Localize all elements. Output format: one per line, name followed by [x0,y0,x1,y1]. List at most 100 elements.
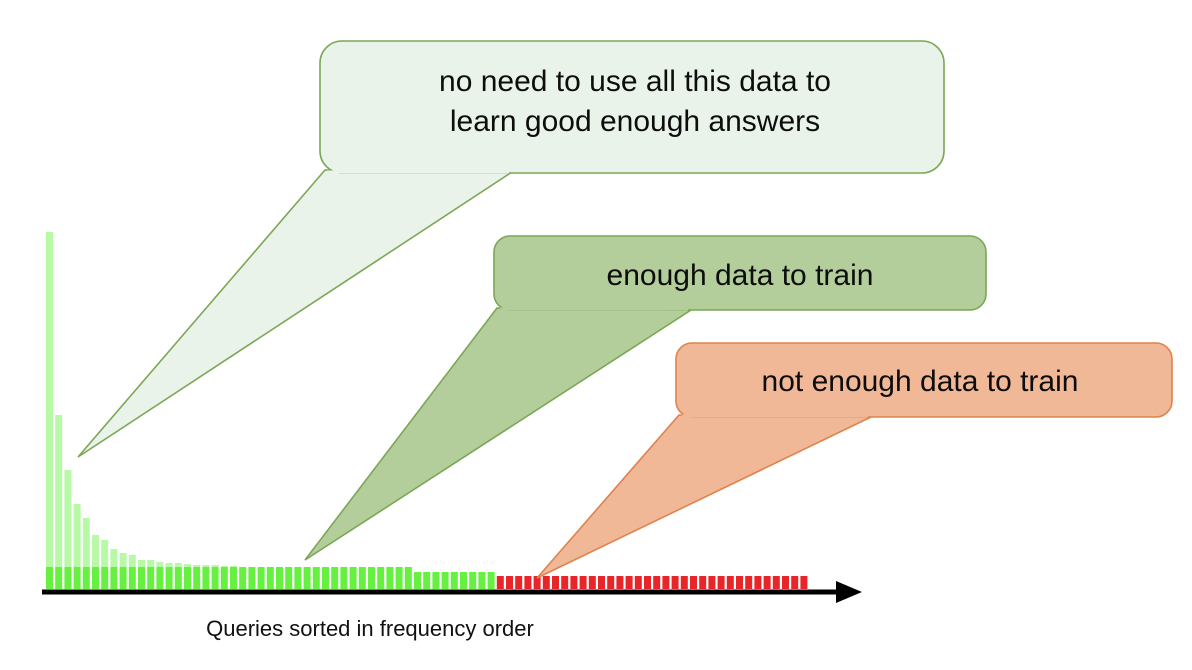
bar-green [414,572,421,589]
bar-green [460,572,467,589]
bar-tail-segment [46,232,53,567]
bar-red [506,576,513,589]
bar-tail-segment [193,565,201,567]
bar-green [285,567,293,589]
bar-red [726,576,734,589]
bar-red [754,576,762,589]
bar-green [441,572,449,589]
bar-red [708,576,716,589]
bar-tail-segment [92,535,99,567]
bar-tail-segment [211,565,219,567]
bar-green [478,572,486,589]
callout-box-not-enough-data[interactable] [675,342,1173,418]
bar-red [598,576,605,589]
bar-red [671,576,679,589]
bar-green [450,572,458,589]
bar-red [763,576,771,589]
bar-tail-segment [138,560,145,567]
x-axis-arrow-icon [836,581,862,603]
bar-green [220,567,228,589]
bar-green [303,567,311,589]
callout-no-need-all-data[interactable] [77,40,945,458]
bar-tail-segment [165,563,173,567]
bar-green [395,567,403,589]
bar-green [349,567,357,589]
bar-green [358,567,366,589]
bar-green [138,567,145,589]
bar-tail-segment [128,555,136,567]
bar-green [322,567,329,589]
callout-tail-not-enough-data [536,414,872,579]
callout-not-enough-data[interactable] [536,342,1173,579]
bar-green [423,572,431,589]
bar-green [377,567,385,589]
bar-green [64,567,72,589]
bar-green [469,572,477,589]
bar-green [202,567,210,589]
bar-green [294,567,302,589]
bar-red [625,576,633,589]
bar-green [101,567,109,589]
bar-red [524,576,532,589]
bar-red [699,576,707,589]
bar-green [340,567,348,589]
bar-tail-segment [174,563,182,567]
bar-green [331,567,339,589]
bar-red [717,576,725,589]
bar-green [239,567,247,589]
bar-green [312,567,320,589]
bar-red [662,576,670,589]
callout-enough-data[interactable] [304,235,987,561]
bar-green [257,567,265,589]
bar-green [487,572,495,589]
bar-tail-segment [202,565,210,567]
bar-tail-segment [73,504,81,567]
bar-green [110,567,118,589]
bar-red [496,576,504,589]
bar-red [579,576,587,589]
bar-green [128,567,136,589]
bar-red [552,576,559,589]
bar-red [736,576,743,589]
bar-tail-segment [82,518,90,567]
bar-green [55,567,63,589]
bar-red [607,576,615,589]
bar-series [46,232,808,589]
bar-red [745,576,753,589]
bar-tail-segment [55,415,63,567]
bar-tail-segment [220,566,228,567]
bar-green [156,567,164,589]
bar-green [386,567,394,589]
callout-box-enough-data[interactable] [493,235,987,311]
x-axis-label: Queries sorted in frequency order [206,616,534,641]
bar-red [588,576,596,589]
bar-tail-segment [110,549,118,567]
bar-green [73,567,81,589]
bar-green [248,567,256,589]
bar-red [680,576,688,589]
bar-green [174,567,182,589]
bar-green [46,567,53,589]
callout-box-no-need-all-data[interactable] [319,40,945,174]
bar-green [147,567,155,589]
bar-red [800,576,808,589]
bar-tail-segment [119,553,127,567]
bar-green [92,567,99,589]
bar-red [644,576,651,589]
bar-green [432,572,440,589]
bar-green [368,567,375,589]
bar-red [653,576,661,589]
bar-red [533,576,541,589]
bar-green [165,567,173,589]
bar-green [184,567,191,589]
bar-red [772,576,780,589]
bar-tail-segment [64,470,72,567]
bar-green [266,567,274,589]
bar-red [542,576,550,589]
bar-green [193,567,201,589]
bar-tail-segment [184,564,191,567]
bar-green [82,567,90,589]
